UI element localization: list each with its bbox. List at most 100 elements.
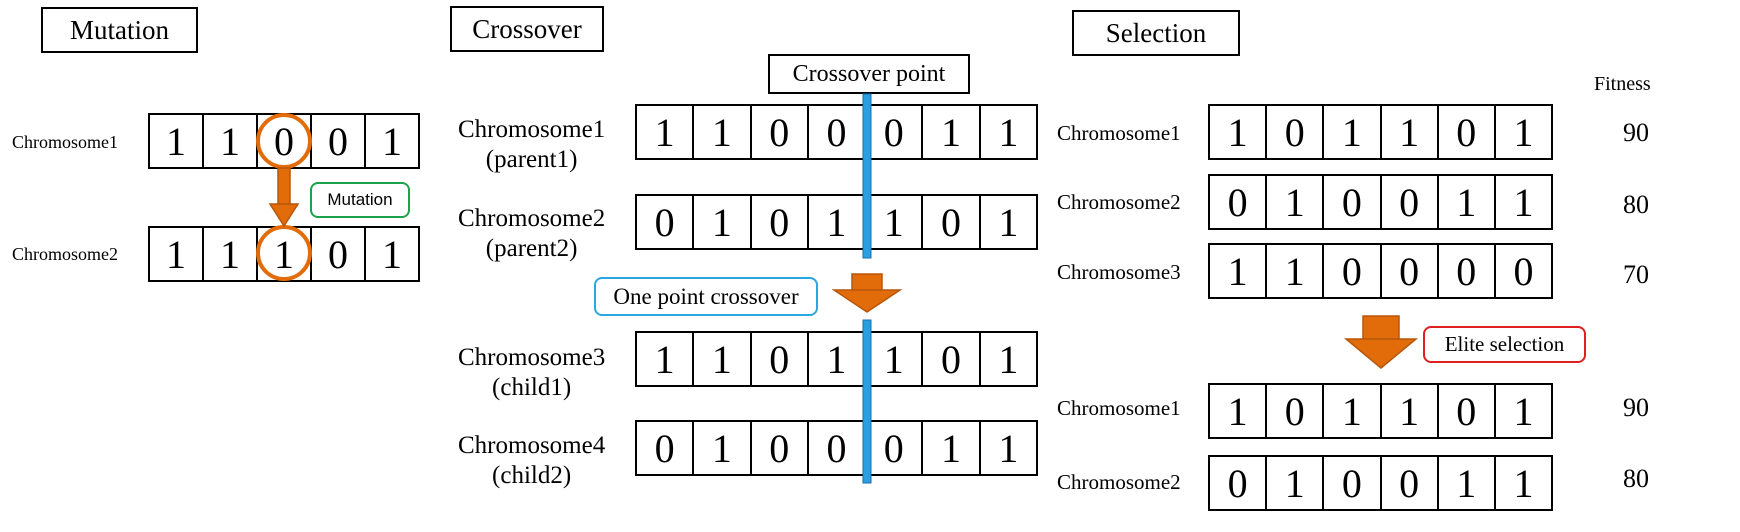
gene: 1 (1513, 388, 1534, 434)
selection-elite1-label: Chromosome1 (1057, 396, 1181, 420)
gene: 1 (998, 425, 1019, 471)
selection-population-chromosome-2: 0 1 0 0 1 1 (1208, 174, 1553, 230)
chromosome-role: (child2) (492, 462, 572, 489)
selection-population-chromosome-1: 1 0 1 1 0 1 (1208, 104, 1553, 160)
chromosome-name: Chromosome4 (458, 432, 606, 459)
mutation-row1-label: Chromosome1 (12, 132, 118, 152)
mutation-highlight-circle-top (256, 113, 312, 169)
gene: 1 (1382, 385, 1439, 437)
fitness-value: 90 (1623, 393, 1649, 422)
crossover-chromosome-4: 0 1 0 0 0 1 1 (635, 420, 1038, 476)
gene: 1 (998, 109, 1019, 155)
gene: 1 (1324, 385, 1382, 437)
crossover-row3-label: Chromosome3 (child1) (458, 343, 605, 403)
crossover-chromosome-2: 0 1 0 1 1 0 1 (635, 194, 1038, 250)
selection-down-arrow-icon (1343, 315, 1419, 369)
gene: 1 (694, 196, 752, 248)
crossover-row1-label: Chromosome1 (parent1) (458, 115, 605, 175)
gene: 0 (866, 106, 924, 158)
gene: 1 (1324, 106, 1382, 158)
gene: 1 (1210, 245, 1268, 297)
chromosome-role: (child1) (492, 374, 572, 401)
crossover-point-label: Crossover point (768, 54, 970, 94)
crossover-chromosome-3: 1 1 0 1 1 0 1 (635, 331, 1038, 387)
gene: 1 (637, 333, 695, 385)
gene: 1 (923, 422, 981, 474)
crossover-row2-label: Chromosome2 (parent2) (458, 204, 605, 264)
gene: 1 (694, 106, 752, 158)
gene: 1 (923, 106, 981, 158)
gene: 0 (1324, 176, 1382, 228)
gene: 0 (1324, 245, 1382, 297)
gene: 1 (1513, 109, 1534, 155)
fitness-value: 90 (1623, 118, 1649, 147)
selection-pop1-label: Chromosome1 (1057, 121, 1181, 145)
gene: 0 (866, 422, 924, 474)
gene: 1 (1267, 457, 1325, 509)
gene: 1 (382, 231, 402, 277)
gene: 0 (1439, 106, 1496, 158)
gene: 1 (866, 196, 924, 248)
gene: 1 (1267, 176, 1325, 228)
gene: 1 (1210, 106, 1268, 158)
gene: 1 (694, 422, 752, 474)
crossover-row4-label: Chromosome4 (child2) (458, 431, 605, 491)
gene: 1 (998, 199, 1019, 245)
gene: 0 (1513, 248, 1534, 294)
fitness-value: 80 (1623, 190, 1649, 219)
gene: 0 (1382, 245, 1439, 297)
selection-population-chromosome-3: 1 1 0 0 0 0 (1208, 243, 1553, 299)
elite-selection-callout: Elite selection (1423, 326, 1586, 363)
one-point-crossover-callout: One point crossover (594, 277, 818, 316)
mutation-down-arrow-icon (268, 167, 300, 228)
gene: 0 (312, 115, 366, 167)
gene: 0 (752, 422, 809, 474)
gene: 0 (752, 106, 809, 158)
gene: 1 (1382, 106, 1439, 158)
gene: 0 (1382, 176, 1439, 228)
crossover-point-line-top (862, 93, 872, 259)
gene: 1 (998, 336, 1019, 382)
gene: 0 (637, 196, 695, 248)
gene: 0 (1382, 457, 1439, 509)
mutation-title: Mutation (41, 7, 198, 53)
gene: 1 (1513, 460, 1534, 506)
gene: 0 (312, 228, 366, 280)
gene: 1 (382, 118, 402, 164)
gene: 0 (1267, 106, 1325, 158)
crossover-point-line-bottom (862, 319, 872, 484)
fitness-value: 70 (1623, 260, 1649, 289)
mutation-chromosome-2: 1 1 1 0 1 (148, 226, 420, 282)
selection-elite2-label: Chromosome2 (1057, 470, 1181, 494)
fitness-value: 80 (1623, 464, 1649, 493)
gene: 0 (923, 333, 981, 385)
gene: 1 (637, 106, 695, 158)
gene: 0 (1210, 176, 1268, 228)
gene: 1 (866, 333, 924, 385)
crossover-chromosome-1: 1 1 0 0 0 1 1 (635, 104, 1038, 160)
gene: 1 (150, 228, 204, 280)
selection-pop2-label: Chromosome2 (1057, 190, 1181, 214)
chromosome-name: Chromosome1 (458, 116, 606, 143)
gene: 0 (1324, 457, 1382, 509)
gene: 0 (1439, 385, 1496, 437)
selection-title: Selection (1072, 10, 1240, 56)
chromosome-name: Chromosome3 (458, 344, 606, 371)
gene: 1 (1439, 457, 1496, 509)
chromosome-name: Chromosome2 (458, 205, 606, 232)
gene: 0 (637, 422, 695, 474)
selection-pop3-label: Chromosome3 (1057, 260, 1181, 284)
gene: 1 (1267, 245, 1325, 297)
gene: 0 (1210, 457, 1268, 509)
chromosome-role: (parent1) (485, 146, 578, 173)
mutation-callout: Mutation (310, 182, 410, 218)
fitness-header: Fitness (1594, 73, 1651, 95)
gene: 1 (1210, 385, 1268, 437)
gene: 1 (150, 115, 204, 167)
gene: 0 (1439, 245, 1496, 297)
gene: 0 (752, 196, 809, 248)
selection-elite-chromosome-1: 1 0 1 1 0 1 (1208, 383, 1553, 439)
mutation-row2-label: Chromosome2 (12, 244, 118, 264)
gene: 0 (1267, 385, 1325, 437)
